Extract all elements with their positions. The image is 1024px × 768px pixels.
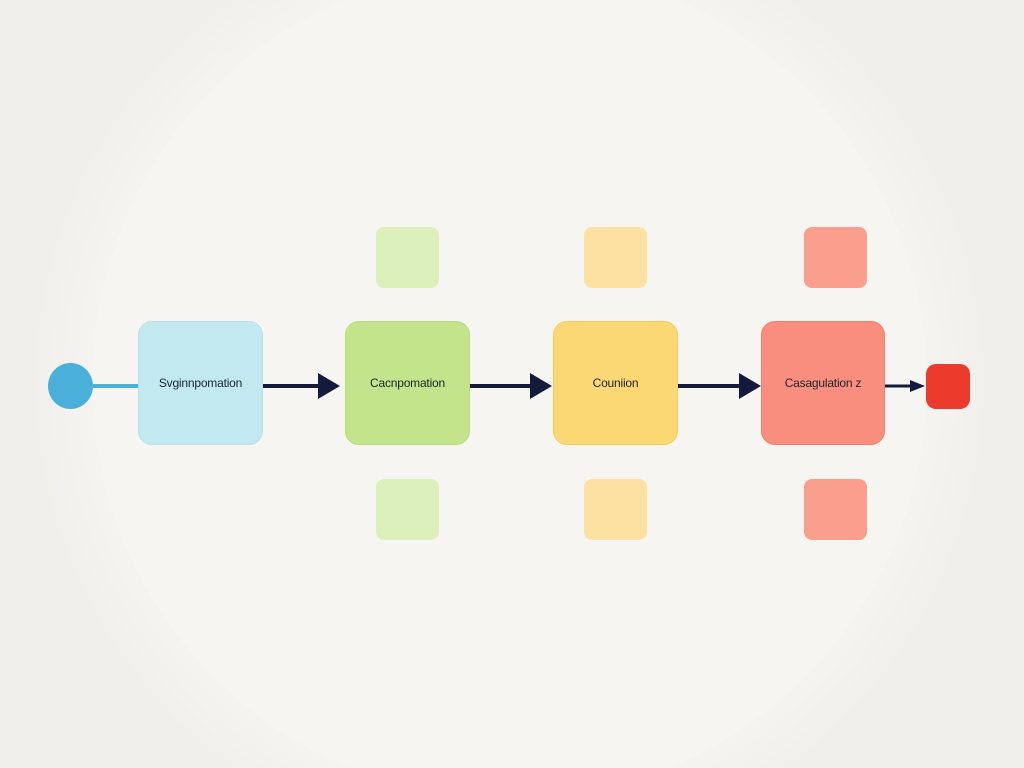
arrow-3	[678, 373, 761, 399]
arrow-2	[470, 373, 552, 399]
step-label: Casagulation z	[784, 376, 862, 390]
step-label: Cacnpomation	[370, 376, 445, 390]
end-terminal	[926, 364, 970, 409]
satellite-node-4-top	[804, 227, 867, 288]
satellite-node-3-bottom	[584, 479, 647, 540]
step-label: Couniion	[592, 376, 639, 390]
step-label: Svginnpomation	[158, 376, 243, 390]
start-terminal	[48, 363, 93, 409]
arrow-1	[263, 373, 340, 399]
satellite-node-2-bottom	[376, 479, 439, 540]
step-node-2: Cacnpomation	[345, 321, 470, 445]
step-node-1: Svginnpomation	[138, 321, 263, 445]
satellite-node-3-top	[584, 227, 647, 288]
step-node-4: Casagulation z	[761, 321, 885, 445]
satellite-node-4-bottom	[804, 479, 867, 540]
satellite-node-2-top	[376, 227, 439, 288]
step-node-3: Couniion	[553, 321, 678, 445]
arrow-4	[884, 380, 925, 392]
